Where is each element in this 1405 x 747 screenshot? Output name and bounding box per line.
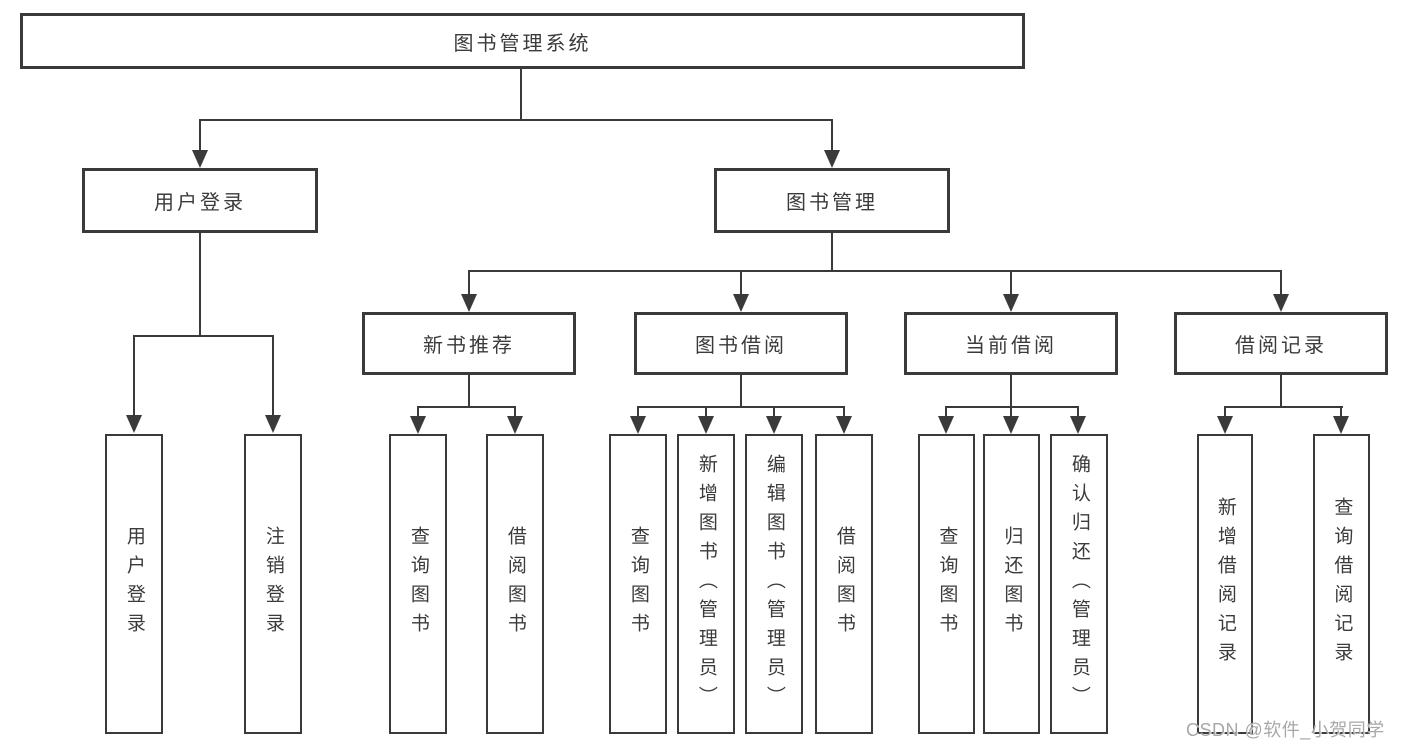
connector-arrow-to-borrow-books-2 [836,406,852,434]
leaf-edit-books-admin-label: 编辑图书（管理员） [763,453,785,715]
connector-arrow-to-borrowing-records [1273,270,1289,312]
connector-hline-borrowing-records [1224,406,1343,408]
leaf-query-books-recommend: 查询图书 [389,434,447,734]
connector-arrow-to-user-login [192,119,208,168]
leaf-borrow-books-recommend: 借阅图书 [486,434,544,734]
connector-arrow-to-add-books [698,406,714,434]
connector-arrow-to-return-books [1003,406,1019,434]
leaf-borrow-books-recommend-label: 借阅图书 [504,526,526,642]
node-library-management-system: 图书管理系统 [20,13,1025,69]
node-new-book-recommendation: 新书推荐 [362,312,576,375]
connector-arrow-to-query-books-2 [630,406,646,434]
leaf-query-books-borrowing: 查询图书 [609,434,667,734]
csdn-watermark: CSDN @软件_小贺同学 [1186,720,1385,740]
node-borrowing-records-label: 借阅记录 [1235,335,1327,357]
connector-arrow-to-query-books-1 [410,406,426,434]
leaf-confirm-return-admin-label: 确认归还（管理员） [1068,453,1090,715]
leaf-return-books-label: 归还图书 [1001,526,1023,642]
node-book-management-label: 图书管理 [786,192,878,214]
connector-arrow-to-query-borrow-record [1333,406,1349,434]
leaf-borrow-books-borrowing: 借阅图书 [815,434,873,734]
leaf-query-borrow-record: 查询借阅记录 [1313,434,1370,734]
connector-arrow-to-book-borrowing [733,270,749,312]
node-library-management-system-label: 图书管理系统 [453,32,592,55]
leaf-user-login-label: 用户登录 [123,526,145,642]
connector-arrow-to-add-borrow-record [1217,406,1233,434]
connector-stem-book-management [831,233,833,271]
connector-stem-current-borrowing [1010,375,1012,407]
node-current-borrowing-label: 当前借阅 [965,335,1057,357]
connector-hline-current-borrowing [945,406,1079,408]
node-new-book-recommendation-label: 新书推荐 [423,335,515,357]
connector-stem-new-book-recommendation [468,375,470,407]
connector-arrow-to-borrow-books-1 [507,406,523,434]
leaf-user-login: 用户登录 [105,434,163,734]
leaf-add-books-admin-label: 新增图书（管理员） [695,453,717,715]
connector-hline-level1 [199,119,833,121]
leaf-confirm-return-admin: 确认归还（管理员） [1050,434,1108,734]
leaf-query-books-current-label: 查询图书 [936,526,958,642]
connector-arrow-to-edit-books [766,406,782,434]
leaf-add-books-admin: 新增图书（管理员） [677,434,735,734]
connector-stem-book-borrowing [740,375,742,407]
connector-hline-user-login [133,335,274,337]
leaf-query-books-recommend-label: 查询图书 [407,526,429,642]
leaf-add-borrow-record: 新增借阅记录 [1197,434,1253,734]
connector-arrow-to-current-borrowing [1003,270,1019,312]
connector-arrow-to-new-book-recommendation [461,270,477,312]
connector-arrow-to-book-management [824,119,840,168]
leaf-return-books: 归还图书 [983,434,1040,734]
connector-arrow-to-leaf-logout [265,335,281,433]
connector-stem-user-login [199,233,201,336]
leaf-edit-books-admin: 编辑图书（管理员） [745,434,803,734]
connector-stem-borrowing-records [1280,375,1282,407]
node-book-borrowing-label: 图书借阅 [695,335,787,357]
leaf-query-books-borrowing-label: 查询图书 [627,526,649,642]
connector-hline-book-borrowing [637,406,845,408]
node-book-management: 图书管理 [714,168,950,233]
leaf-query-borrow-record-label: 查询借阅记录 [1331,497,1353,671]
connector-arrow-to-leaf-user-login [126,335,142,433]
leaf-logout: 注销登录 [244,434,302,734]
node-user-login-label: 用户登录 [154,192,246,214]
node-user-login: 用户登录 [82,168,318,233]
leaf-query-books-current: 查询图书 [918,434,975,734]
node-borrowing-records: 借阅记录 [1174,312,1388,375]
leaf-borrow-books-borrowing-label: 借阅图书 [833,526,855,642]
connector-hline-level2 [468,270,1282,272]
node-book-borrowing: 图书借阅 [634,312,848,375]
leaf-add-borrow-record-label: 新增借阅记录 [1214,497,1236,671]
connector-arrow-to-query-books-3 [938,406,954,434]
connector-stem-root [520,69,522,120]
node-current-borrowing: 当前借阅 [904,312,1118,375]
connector-arrow-to-confirm-return [1070,406,1086,434]
leaf-logout-label: 注销登录 [262,526,284,642]
connector-hline-new-book-recommendation [418,406,516,408]
